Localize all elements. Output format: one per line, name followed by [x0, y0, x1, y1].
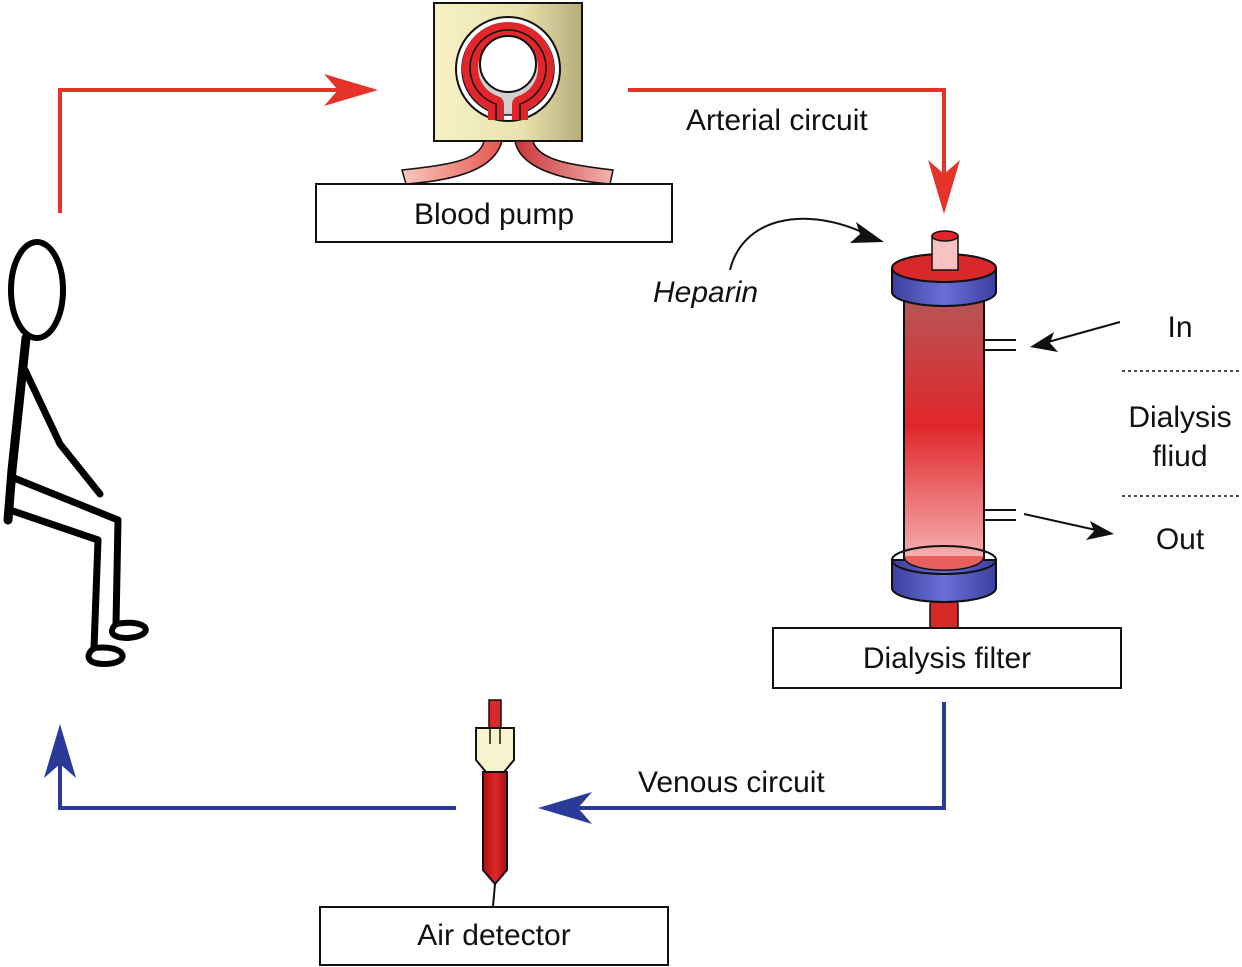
dialysis-filter-label-box — [772, 627, 1122, 689]
out-label: Out — [1156, 523, 1205, 556]
air-detector-label-box — [319, 906, 669, 966]
heparin-arrowhead-icon — [850, 222, 884, 243]
heparin-arrow — [729, 217, 863, 271]
in-arrowhead-icon — [1030, 332, 1058, 352]
arterial-arrowheads — [324, 74, 960, 214]
patient-torso — [3, 333, 31, 525]
dialysis-fluid-label-line1: Dialysis — [1128, 401, 1231, 434]
air-detector-chamber — [482, 771, 508, 886]
venous-circuit-label: Venous circuit — [638, 766, 825, 799]
arterial-circuit-label: Arterial circuit — [686, 104, 868, 137]
patient-thigh-lower — [6, 506, 102, 544]
patient-head — [8, 239, 66, 341]
arrow-to-filter-icon — [928, 160, 960, 214]
air-detector-label: Air detector — [417, 919, 570, 952]
blood-pump: Blood pump — [315, 2, 673, 243]
filter-bottom-cap — [891, 559, 997, 603]
patient-foot-back — [109, 619, 149, 641]
arrow-to-air-detector-icon — [538, 792, 592, 824]
patient-shin-back — [112, 516, 122, 628]
out-arrowhead-icon — [1086, 521, 1114, 540]
dialysate-in-port — [984, 339, 1016, 351]
pump-tube-right — [514, 140, 614, 185]
in-arrow — [1047, 321, 1121, 343]
patient-figure — [3, 239, 149, 667]
blood-pump-label: Blood pump — [414, 198, 574, 231]
dialysis-fluid-label-line2: fliud — [1152, 440, 1207, 473]
venous-circuit-line — [58, 702, 946, 810]
patient-foot-front — [85, 644, 126, 667]
air-detector: Air detector — [319, 699, 669, 966]
patient-arm — [21, 366, 104, 498]
dialysate-out-port — [984, 509, 1016, 521]
dialysis-filter-label: Dialysis filter — [863, 642, 1031, 675]
blood-pump-label-box — [315, 183, 673, 243]
patient-thigh-upper — [10, 474, 122, 524]
arterial-circuit-line — [58, 88, 946, 213]
arrow-to-pump-icon — [324, 74, 378, 106]
air-detector-head — [475, 727, 515, 773]
in-label: In — [1167, 311, 1192, 344]
arrow-to-patient-icon — [44, 724, 76, 778]
heparin-label: Heparin — [653, 276, 758, 309]
pump-tube-left — [401, 140, 503, 185]
dialysis-filter — [891, 230, 1016, 637]
patient-shin-front — [90, 536, 102, 652]
filter-body — [903, 289, 985, 591]
out-arrow — [1023, 513, 1097, 531]
